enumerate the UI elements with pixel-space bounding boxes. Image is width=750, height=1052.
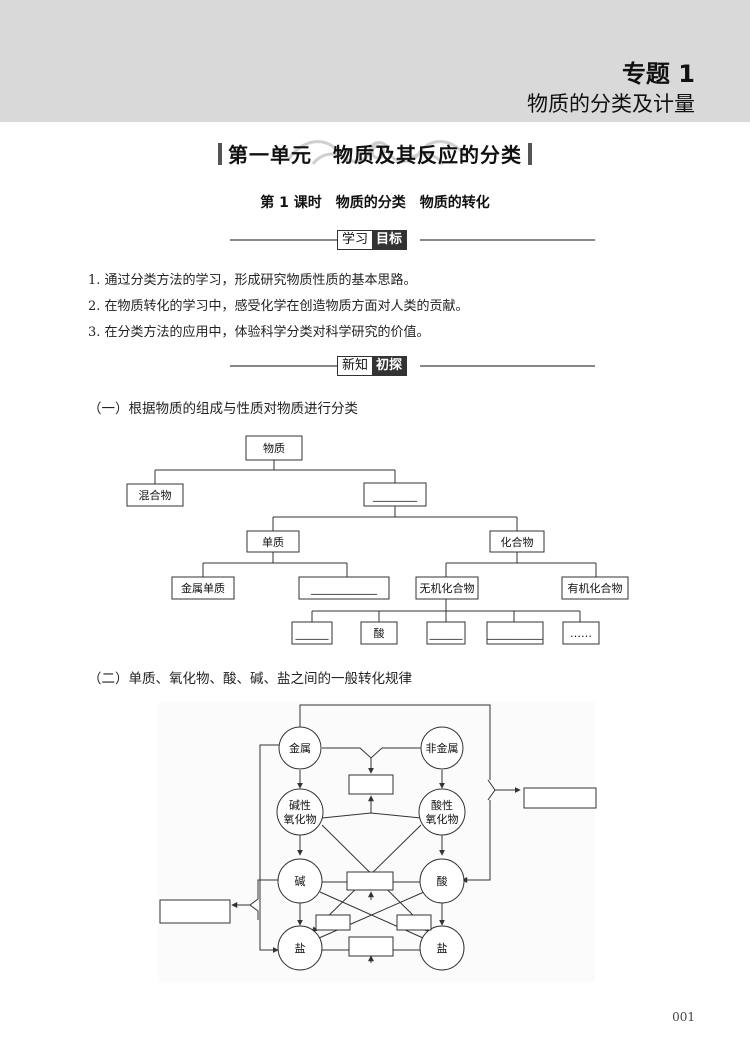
goal-item: 3. 在分类方法的应用中，体验科学分类对科学研究的价值。 [88, 325, 430, 340]
diagram-background [158, 702, 595, 982]
answer-box-bottom[interactable] [348, 936, 394, 957]
goal-item: 1. 通过分类方法的学习，形成研究物质性质的基本思路。 [88, 273, 417, 288]
node-basic-oxide [276, 788, 324, 836]
node-organic [561, 576, 629, 600]
node-element-label: 单质 [262, 536, 284, 549]
node-pure-blank-label: ________ [372, 489, 418, 502]
node-organic-label: 有机化合物 [568, 581, 623, 595]
goal-item: 2. 在物质转化的学习中，感受化学在创造物质方面对人类的贡献。 [88, 299, 469, 314]
part1-heading: （一）根据物质的组成与性质对物质进行分类 [88, 401, 358, 417]
node-nonmetal-label: 非金属 [426, 741, 459, 755]
knowledge-section-bar: 新知 初探 [0, 354, 750, 378]
node-acidic-oxide [418, 788, 466, 836]
node-metal-element-label: 金属单质 [181, 581, 225, 595]
node-blank-2[interactable] [426, 621, 466, 645]
node-element [246, 530, 300, 553]
page-number: 001 [672, 1010, 695, 1024]
node-base [277, 858, 323, 904]
answer-box-right-small[interactable] [396, 914, 432, 931]
node-mixture-label: 混合物 [139, 488, 172, 502]
classification-tree: 物质 混合物 ________ 单质 化合物 金属单质 ____________… [126, 435, 629, 645]
node-basic-oxide-label-1: 碱性 [289, 798, 311, 812]
divider-line [230, 239, 338, 241]
node-inorganic [415, 576, 479, 600]
node-root-label: 物质 [263, 441, 285, 455]
node-metal-label: 金属 [289, 741, 311, 755]
node-compound [489, 530, 545, 553]
node-metal [278, 726, 322, 770]
unit-header: 第一单元 物质及其反应的分类 [0, 132, 750, 172]
cloud-ornament-icon [286, 140, 470, 165]
node-metal-element [171, 576, 235, 600]
unit-title: 第一单元 物质及其反应的分类 [0, 139, 750, 168]
node-acid-label: 酸 [374, 626, 385, 640]
header-band [0, 0, 750, 122]
node-nonmetal-blank-label: ____________ [310, 582, 378, 595]
divider-line [230, 365, 338, 367]
node-mixture [126, 483, 184, 507]
node-inorganic-label: 无机化合物 [420, 581, 475, 595]
answer-box-left[interactable] [159, 899, 231, 924]
node-compound-label: 化合物 [501, 535, 534, 549]
node-blank-2-label: ______ [429, 627, 464, 640]
answer-box-middle[interactable] [346, 871, 394, 891]
topic-subtitle: 物质的分类及计量 [527, 92, 695, 116]
node-basic-oxide-label-2: 氧化物 [284, 812, 317, 826]
node-blank-1[interactable] [291, 621, 333, 645]
answer-box-left-small[interactable] [315, 914, 351, 931]
node-salt-left [277, 925, 323, 971]
lesson-title: 第 1 课时 物质的分类 物质的转化 [260, 195, 490, 211]
answer-box-right[interactable] [523, 787, 597, 809]
node-salt-right-label: 盐 [437, 942, 448, 955]
knowledge-tag-right: 初探 [372, 357, 407, 375]
node-ellipsis-label: …… [570, 627, 592, 640]
part2-heading: （二）单质、氧化物、酸、碱、盐之间的一般转化规律 [88, 671, 412, 687]
node-acid-circle [419, 858, 465, 904]
unit-title-text: 第一单元 物质及其反应的分类 [228, 143, 522, 167]
node-acid [360, 621, 398, 645]
node-salt-left-label: 盐 [295, 942, 306, 955]
node-salt-right [419, 925, 465, 971]
node-nonmetal-blank[interactable] [298, 576, 390, 600]
conversion-diagram: 金属 非金属 碱性 氧化物 酸性 氧化物 碱 酸 盐 盐 [158, 702, 597, 982]
left-bar [218, 143, 222, 165]
node-ellipsis [562, 621, 600, 645]
knowledge-tag-left: 新知 [338, 357, 373, 375]
topic-title: 专题 1 [621, 60, 695, 88]
right-bar [528, 143, 532, 165]
goals-list: 1. 通过分类方法的学习，形成研究物质性质的基本思路。 2. 在物质转化的学习中… [88, 268, 469, 346]
node-blank-3-label: __________ [487, 627, 544, 640]
node-nonmetal [420, 726, 464, 770]
node-blank-1-label: ______ [295, 627, 330, 640]
answer-box-top[interactable] [348, 774, 394, 795]
node-blank-3[interactable] [486, 621, 544, 645]
node-acidic-oxide-label-2: 氧化物 [426, 812, 459, 826]
divider-line [420, 239, 595, 241]
node-acidic-oxide-label-1: 酸性 [431, 798, 453, 812]
node-pure-blank[interactable] [363, 482, 427, 507]
knowledge-tag: 新知 初探 [337, 356, 408, 376]
goals-tag: 学习 目标 [337, 230, 408, 250]
goals-section-bar: 学习 目标 [0, 228, 750, 252]
node-root [245, 435, 303, 461]
goals-tag-left: 学习 [338, 231, 373, 249]
goals-tag-right: 目标 [372, 231, 407, 249]
divider-line [420, 365, 595, 367]
node-base-label: 碱 [295, 875, 306, 888]
node-acid-label: 酸 [437, 874, 448, 888]
